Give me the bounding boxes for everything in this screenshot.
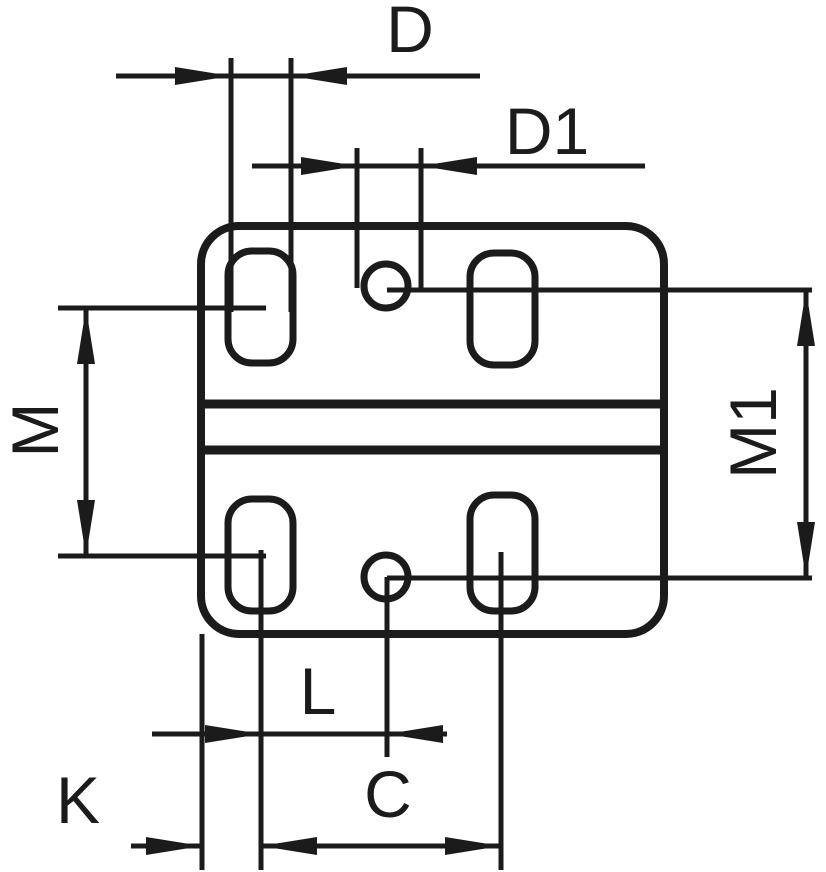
label-M: M <box>0 403 72 458</box>
label-K: K <box>56 763 100 837</box>
label-C: C <box>364 757 412 831</box>
label-M1: M1 <box>716 387 790 479</box>
arrowhead-M-top <box>77 308 95 364</box>
part-body-outline <box>197 222 668 638</box>
arrowhead-C-left <box>261 837 317 855</box>
arrowhead-C-right <box>445 837 501 855</box>
arrowhead-M-bottom <box>77 500 95 556</box>
arrowhead-L-right <box>387 725 443 743</box>
arrowhead-M1-bottom <box>797 522 815 578</box>
dimension-D: D <box>116 0 480 312</box>
arrowhead-K <box>146 837 202 855</box>
arrowhead-D1-right <box>421 157 477 175</box>
arrowhead-L-left <box>205 725 261 743</box>
hole-top-center <box>360 260 412 312</box>
dimension-D1: D1 <box>252 94 645 288</box>
dimension-C: C <box>258 550 504 870</box>
dimension-M1: M1 <box>387 287 815 581</box>
arrowhead-D-right <box>291 67 347 85</box>
dimension-M: M <box>0 305 266 559</box>
label-D: D <box>386 0 434 66</box>
part-body <box>197 222 668 638</box>
arrowhead-M1-top <box>797 290 815 346</box>
label-D1: D1 <box>505 94 589 168</box>
slot-top-right <box>466 249 539 369</box>
arrowhead-D1-left <box>301 157 357 175</box>
dimension-K: K <box>56 634 205 870</box>
label-L: L <box>300 654 337 728</box>
arrowhead-D-left <box>175 67 231 85</box>
